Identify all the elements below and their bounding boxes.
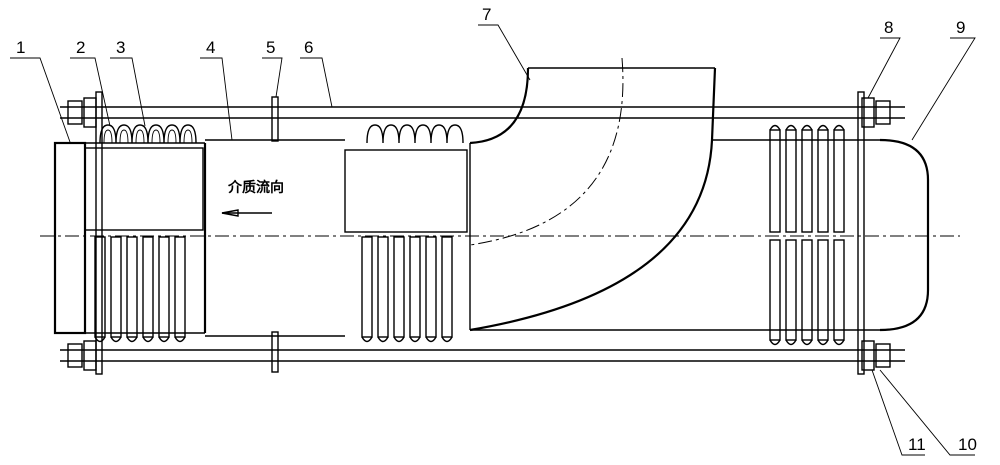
outer-pipe [470, 138, 930, 332]
callout-3: 3 [116, 38, 125, 57]
leader-lines [10, 24, 976, 456]
support-rod [271, 96, 279, 373]
tie-rod-bottom [60, 340, 905, 371]
callout-5: 5 [266, 38, 275, 57]
callout-9: 9 [956, 18, 965, 37]
right-end-plate [857, 91, 865, 375]
callout-10: 10 [958, 435, 977, 454]
callout-1: 1 [16, 38, 25, 57]
middle-bellows [344, 124, 468, 343]
inlet-pipe [53, 141, 205, 335]
elbow-pipe [469, 57, 717, 332]
callout-6: 6 [304, 38, 313, 57]
callout-7: 7 [482, 5, 491, 24]
flow-arrow [221, 209, 272, 217]
callout-4: 4 [206, 38, 215, 57]
left-bellows [84, 124, 204, 343]
flow-direction-label: 介质流向 [227, 179, 284, 196]
tie-rod-top [60, 97, 905, 128]
callout-11: 11 [908, 435, 926, 454]
right-bellows [769, 124, 845, 346]
callout-8: 8 [884, 18, 893, 37]
left-end-plate [95, 91, 103, 375]
callout-2: 2 [76, 38, 85, 57]
intermediate-pipe [203, 139, 345, 337]
